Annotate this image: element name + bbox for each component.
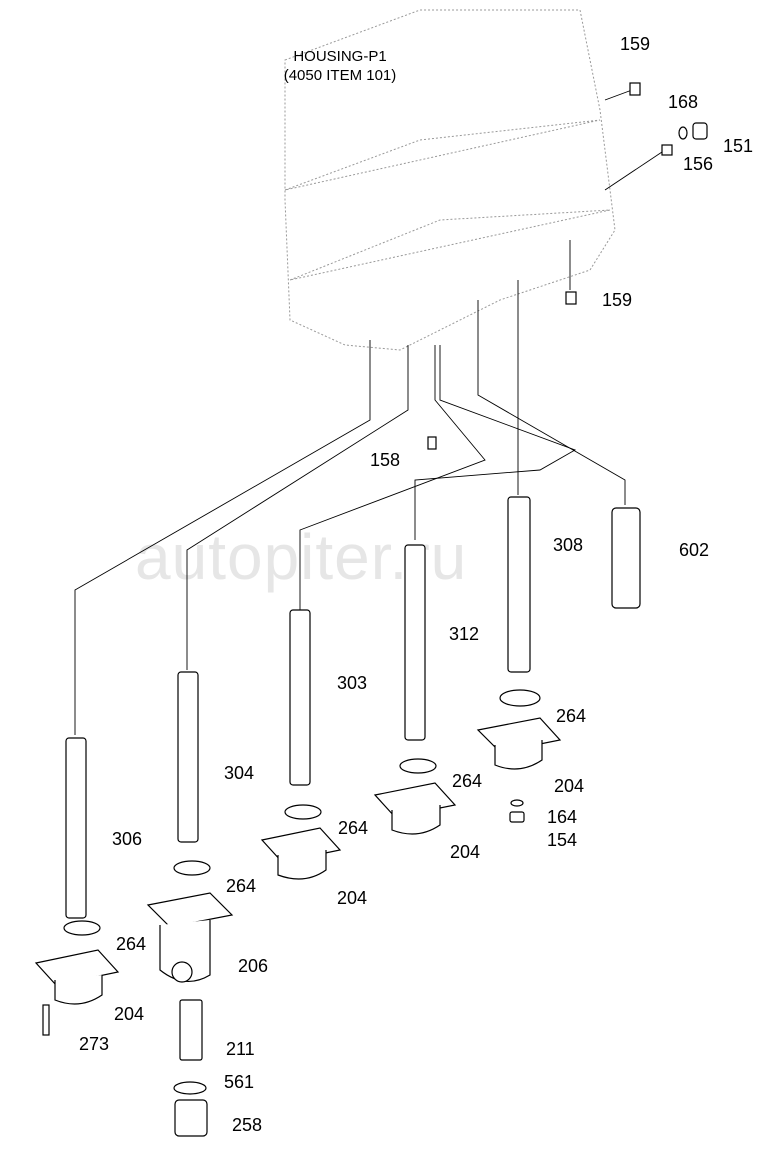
part-label-164: 164 <box>547 807 578 827</box>
part-label-154: 154 <box>547 830 578 850</box>
part-label-264: 264 <box>452 771 483 791</box>
housing-title: HOUSING-P1 <box>293 48 387 65</box>
part-label-602: 602 <box>679 540 710 560</box>
part-label-264: 264 <box>556 706 587 726</box>
small-parts <box>42 82 708 1137</box>
part-label-264: 264 <box>226 876 257 896</box>
housing-outline <box>284 9 616 351</box>
part-label-204: 204 <box>554 776 585 796</box>
part-label-158: 158 <box>370 450 401 470</box>
part-label-273: 273 <box>79 1034 110 1054</box>
part-label-303: 303 <box>337 673 368 693</box>
part-label-211: 211 <box>226 1039 255 1059</box>
leader-lines <box>74 89 666 735</box>
part-label-156: 156 <box>683 154 714 174</box>
part-label-561: 561 <box>224 1072 255 1092</box>
part-label-204: 204 <box>337 888 368 908</box>
part-label-151: 151 <box>723 136 754 156</box>
part-label-204: 204 <box>114 1004 145 1024</box>
housing-label: HOUSING-P1 (4050 ITEM 101) <box>265 48 415 86</box>
part-label-264: 264 <box>116 934 147 954</box>
part-label-308: 308 <box>553 535 584 555</box>
part-label-258: 258 <box>232 1115 263 1135</box>
part-label-206: 206 <box>238 956 269 976</box>
part-label-204: 204 <box>450 842 481 862</box>
part-label-264: 264 <box>338 818 369 838</box>
housing-subtitle: (4050 ITEM 101) <box>283 66 397 84</box>
part-label-159-lower: 159 <box>602 290 633 310</box>
o-rings <box>63 689 541 1095</box>
part-label-304: 304 <box>224 763 255 783</box>
part-label-306: 306 <box>112 829 143 849</box>
part-label-168: 168 <box>668 92 699 112</box>
flanges <box>34 717 562 1005</box>
spools <box>65 496 641 919</box>
part-label-159: 159 <box>620 34 651 54</box>
part-label-312: 312 <box>449 624 480 644</box>
